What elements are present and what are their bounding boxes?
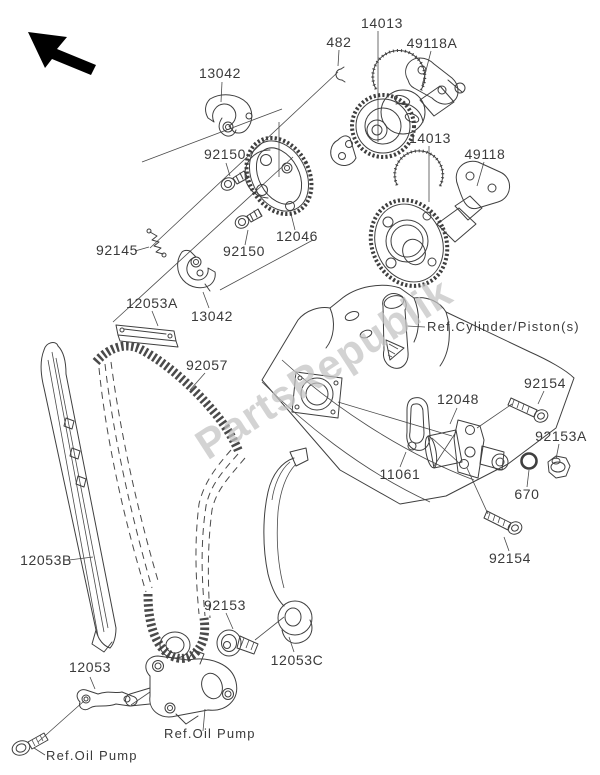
part-label-13042-lower: 13042: [191, 308, 233, 324]
chain-pad-13042-a: [205, 94, 253, 137]
bolt-92154-b: [483, 510, 523, 535]
part-label-12053a: 12053A: [126, 295, 178, 311]
part-label-92145: 92145: [96, 242, 138, 258]
part-label-12046: 12046: [276, 228, 318, 244]
part-label-92153: 92153: [204, 597, 246, 613]
ref-oil-pump-art: [125, 631, 238, 725]
part-label-92057: 92057: [186, 357, 228, 373]
spring-92145: [146, 228, 167, 258]
part-label-92154-top: 92154: [524, 375, 566, 391]
bolt-92153: [216, 629, 259, 657]
bolt-92150-b: [234, 208, 263, 229]
cam-sprocket-12046: [244, 135, 314, 217]
o-ring-670: [520, 452, 538, 470]
part-label-92150-lower: 92150: [223, 243, 265, 259]
part-label-12048: 12048: [437, 391, 479, 407]
tensioner-12048: [424, 419, 509, 479]
part-label-12053c: 12053C: [270, 652, 324, 668]
part-label-482: 482: [326, 34, 352, 50]
part-label-13042-top: 13042: [199, 65, 241, 81]
part-label-92150-top: 92150: [204, 146, 246, 162]
bolt-92154-a: [507, 397, 549, 423]
part-label-12053b: 12053B: [20, 552, 72, 568]
bracket-12053: [76, 689, 138, 711]
cam-chain-92057: [92, 341, 246, 663]
gasket-11061: [406, 397, 431, 451]
part-label-49118: 49118: [464, 146, 506, 162]
leader-lines: [33, 31, 560, 756]
part-label-11061: 11061: [379, 466, 421, 482]
chain-guide-12053b: [40, 342, 117, 653]
part-label-12053: 12053: [69, 659, 111, 675]
part-label-49118a: 49118A: [406, 35, 458, 51]
chain-pad-13042-b: [177, 249, 216, 292]
part-label-14013-top: 14013: [361, 15, 403, 31]
direction-arrow-icon: [28, 32, 96, 75]
cap-nut-92153a: [547, 455, 571, 479]
ref-label-oil-pump-right: Ref.Oil Pump: [164, 726, 256, 741]
part-label-14013-lower: 14013: [409, 130, 451, 146]
part-label-92154-lower: 92154: [489, 550, 531, 566]
exhaust-camshaft: [330, 79, 466, 166]
guide-plate-12053a: [115, 324, 179, 348]
intake-camshaft: [368, 160, 510, 288]
clip-482: [335, 66, 346, 83]
part-label-670: 670: [514, 486, 540, 502]
ref-label-oil-pump-left: Ref.Oil Pump: [46, 748, 138, 763]
bolt-92150-a: [220, 170, 249, 191]
oil-pump-bolt: [11, 732, 49, 756]
ref-cylinder-art: [261, 284, 575, 505]
half-ring-14013-b: [393, 149, 445, 187]
cam-holder-49118a: [405, 57, 459, 105]
tensioner-arm-12053c: [263, 447, 313, 644]
part-label-92153a: 92153A: [535, 428, 587, 444]
ref-label-cylinder-piston: Ref.Cylinder/Piston(s): [427, 319, 580, 334]
half-ring-14013-a: [371, 48, 427, 91]
